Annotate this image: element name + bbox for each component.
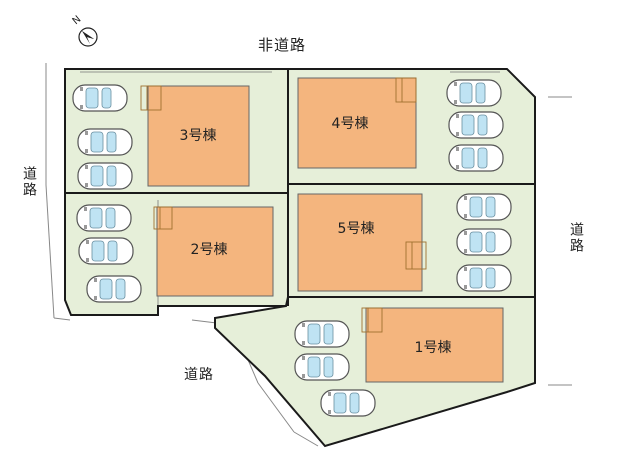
car-icon [294, 320, 350, 348]
car-icon [446, 79, 502, 107]
building-5-label: 5号棟 [338, 221, 375, 237]
building-4-label: 4号棟 [332, 116, 369, 132]
car-icon [76, 204, 132, 232]
car-icon [294, 353, 350, 381]
car-icon [86, 275, 142, 303]
building-2-label: 2号棟 [191, 242, 228, 258]
car-icon [456, 193, 512, 221]
building-1-label: 1号棟 [415, 340, 452, 356]
building-3-label: 3号棟 [180, 128, 217, 144]
car-icon [78, 237, 134, 265]
building-2 [156, 206, 274, 297]
car-icon [448, 111, 504, 139]
car-icon [77, 128, 133, 156]
car-icon [456, 228, 512, 256]
road-label-bottom: 道路 [184, 367, 214, 383]
building-3 [147, 85, 250, 187]
entrance-marks [140, 77, 427, 333]
lot-dividers [65, 69, 535, 306]
building-1 [365, 307, 504, 383]
road-label-top: 非道路 [258, 36, 307, 54]
car-icon [77, 162, 133, 190]
car-icon [448, 144, 504, 172]
road-label-right: 道路 [568, 222, 584, 254]
road-label-left: 道路 [21, 166, 37, 198]
car-icon [320, 389, 376, 417]
car-icon [456, 264, 512, 292]
north-label: N [71, 14, 84, 27]
car-icon [72, 84, 128, 112]
building-5 [297, 193, 423, 292]
buildings [147, 77, 504, 383]
north-arrow-icon [78, 27, 98, 47]
